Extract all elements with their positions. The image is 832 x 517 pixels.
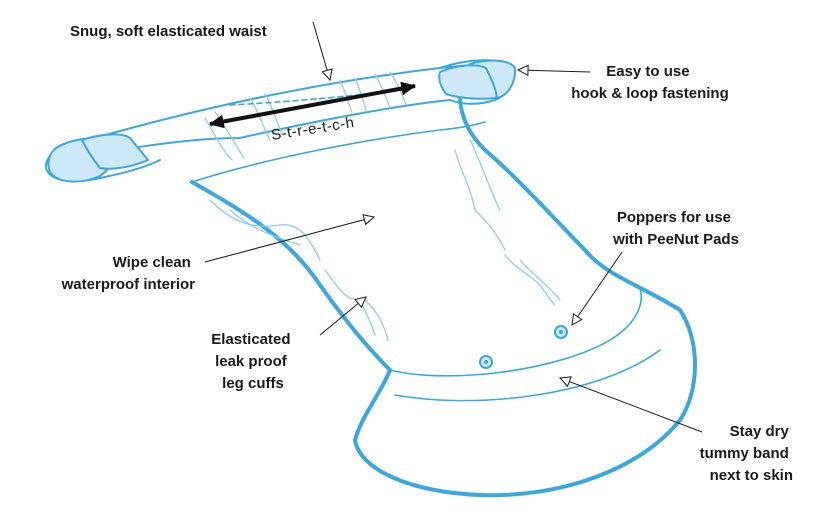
callout-interior-line-2: waterproof interior <box>61 276 196 293</box>
leader-lines <box>204 21 703 433</box>
stretch-label: S-t-r-e-t-c-h <box>270 114 356 144</box>
fastening-leader <box>518 70 591 72</box>
left-tab-inner <box>81 133 149 170</box>
stretch-arrow <box>208 81 417 129</box>
callout-poppers-line-1: Poppers for use <box>617 209 731 226</box>
callout-tummy-line-1: Stay dry <box>730 423 790 440</box>
callout-fastening: Easy to use hook & loop fastening <box>571 63 729 102</box>
callout-fastening-line-2: hook & loop fastening <box>571 85 729 102</box>
cuffs-leader <box>319 297 366 336</box>
callout-tummy-line-2: tummy band <box>700 445 789 462</box>
callout-poppers: Poppers for use with PeeNut Pads <box>612 209 739 248</box>
callout-poppers-line-2: with PeeNut Pads <box>612 231 739 248</box>
nappy-outer-outline <box>190 98 697 498</box>
callout-tummy: Stay dry tummy band next to skin <box>700 423 793 484</box>
waist-leader <box>312 21 330 80</box>
poppers-leader <box>572 251 623 325</box>
callout-cuffs-line-3: leg cuffs <box>222 375 284 392</box>
inner-panel-top <box>191 121 486 183</box>
callout-waist-line-1: Snug, soft elasticated waist <box>70 23 267 40</box>
interior-leader <box>204 217 374 263</box>
callout-cuffs-line-1: Elasticated <box>211 331 290 348</box>
callouts: Snug, soft elasticated waist Easy to use… <box>61 23 793 484</box>
fastening-tabs <box>47 59 517 183</box>
tummy-band-edge <box>389 287 642 377</box>
elastic-gathers <box>204 71 561 341</box>
callout-cuffs: Elasticated leak proof leg cuffs <box>211 331 294 392</box>
callout-waist: Snug, soft elasticated waist <box>70 23 267 40</box>
callout-interior-line-1: Wipe clean <box>113 254 191 271</box>
callout-interior: Wipe clean waterproof interior <box>61 254 196 293</box>
tummy-band-edge-2 <box>394 349 661 402</box>
right-tab-inner <box>438 64 498 100</box>
poppers <box>479 325 568 369</box>
callout-tummy-line-3: next to skin <box>710 467 793 484</box>
callout-cuffs-line-2: leak proof <box>215 353 288 370</box>
callout-fastening-line-1: Easy to use <box>606 63 689 80</box>
tummy-leader <box>560 378 703 433</box>
